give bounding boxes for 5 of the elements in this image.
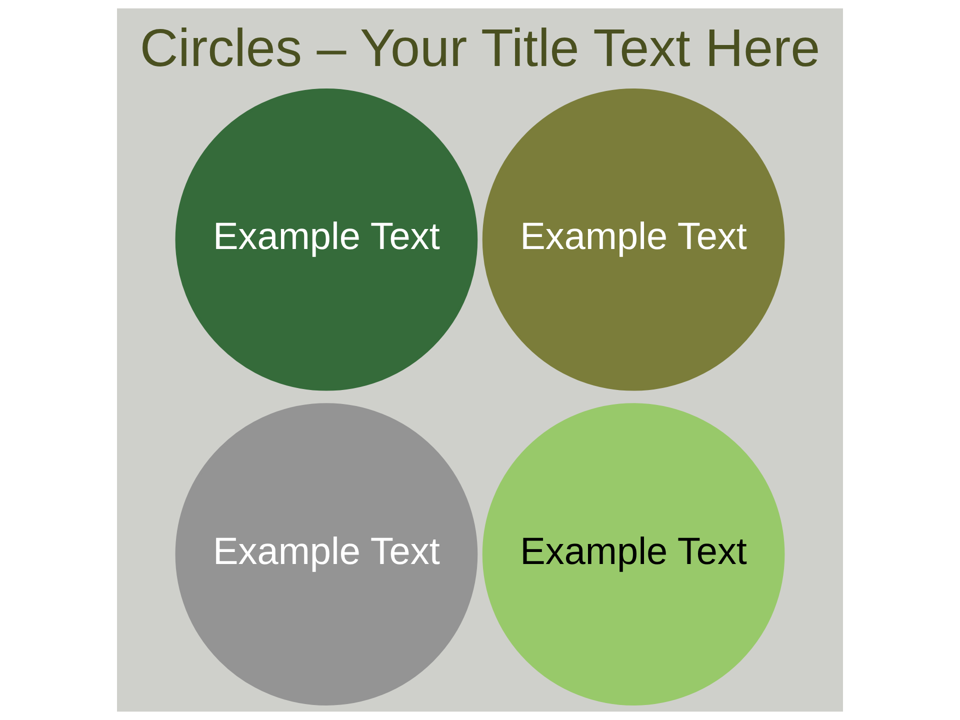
node-circle: Example Text: [175, 88, 478, 391]
node-circle: Example Text: [175, 403, 478, 706]
node-circle: Example Text: [482, 88, 785, 391]
node-circle: Example Text: [482, 403, 785, 706]
diagram-title: Circles – Your Title Text Here: [140, 19, 820, 78]
